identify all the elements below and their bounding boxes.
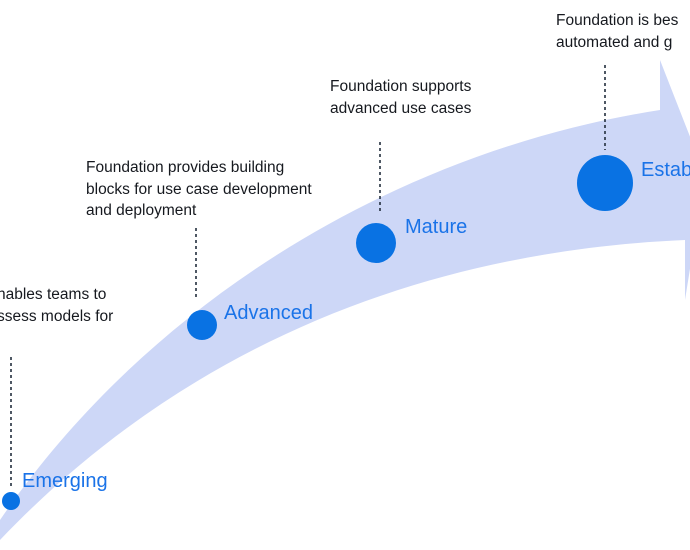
stage-description-line: advanced use cases [330, 99, 472, 117]
stage-description-line: blocks for use case development [86, 180, 312, 198]
progression-arrow [0, 60, 690, 540]
stage-dot-mature [356, 223, 396, 263]
stage-description-line: Foundation is bes [556, 12, 679, 29]
stage-description-line: and deployment [86, 202, 197, 219]
stage-description-line: nables teams to [0, 286, 107, 303]
stage-dot-advanced [187, 310, 217, 340]
stage-description-line: Foundation provides building [86, 159, 285, 176]
stage-label-mature: Mature [405, 216, 468, 238]
stage-description-line: Foundation supports [330, 78, 472, 95]
stage-description-established: Foundation is bes automated and g [556, 10, 678, 53]
stage-description-advanced: Foundation provides building blocks for … [86, 157, 312, 222]
stage-description-mature: Foundation supports advanced use cases [330, 76, 471, 119]
stage-dot-established [577, 155, 633, 211]
stage-dot-emerging [2, 492, 20, 510]
stage-description-line: ssess models for [0, 307, 114, 325]
stage-label-advanced: Advanced [224, 302, 313, 324]
stage-description-line: automated and g [556, 33, 673, 51]
stage-description-emerging: nables teams to ssess models for [0, 284, 113, 327]
stage-label-emerging: Emerging [22, 470, 108, 492]
stage-label-established: Estab [641, 159, 690, 181]
